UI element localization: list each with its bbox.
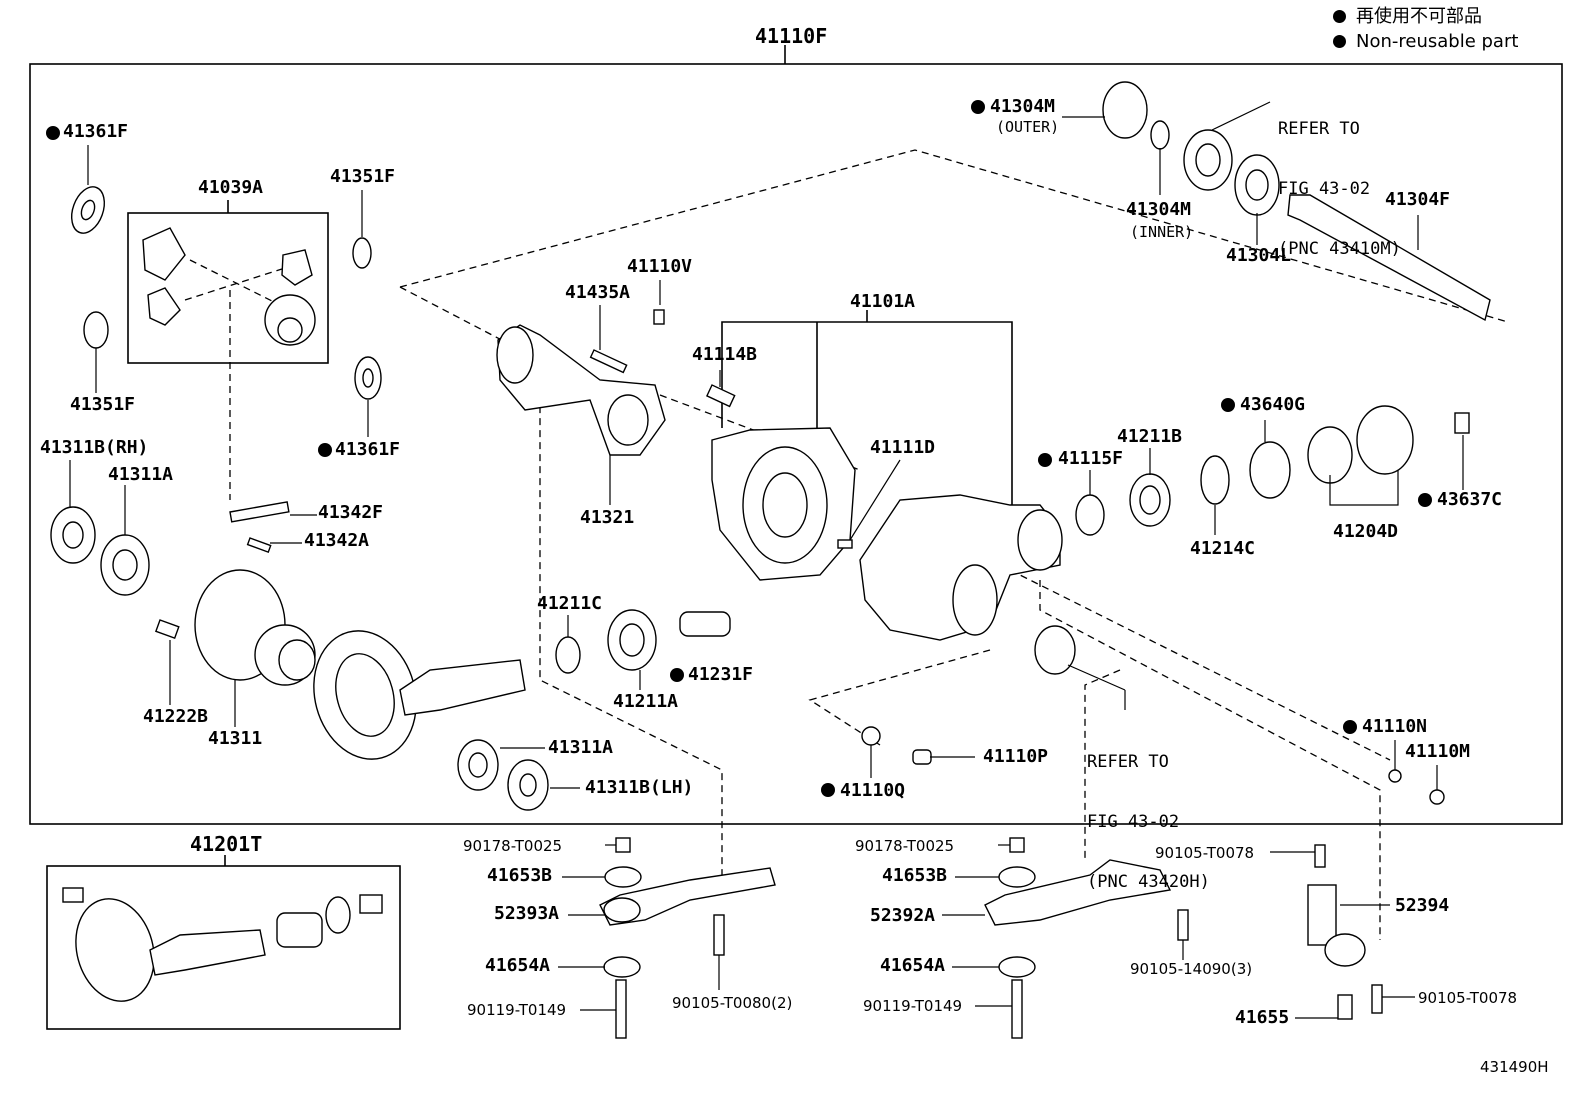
part-label[interactable]: 41304L xyxy=(1226,245,1292,266)
part-label[interactable]: 41361F xyxy=(335,439,401,460)
ref-line: FIG 43-02 xyxy=(1278,179,1371,199)
legend-text-ja: 再使用不可部品 xyxy=(1356,6,1482,27)
part-label[interactable]: 52392A xyxy=(870,905,936,926)
reference-note-43420H[interactable]: REFER TO FIG 43-02 (PNC 43420H) xyxy=(1087,712,1210,912)
part-label[interactable]: 41211C xyxy=(537,593,603,614)
part-label[interactable]: 41211A xyxy=(613,691,679,712)
part-label[interactable]: 90105-T0080(2) xyxy=(672,994,793,1012)
part-label[interactable]: 90105-T0078 xyxy=(1155,844,1255,862)
assembly-frame xyxy=(29,63,1563,825)
part-label[interactable]: 41311A xyxy=(548,737,614,758)
part-label[interactable]: 52393A xyxy=(494,903,560,924)
part-label[interactable]: 52394 xyxy=(1395,895,1450,916)
part-label[interactable]: 41039A xyxy=(198,177,264,198)
part-label[interactable]: 41311B(RH) xyxy=(40,437,149,458)
ref-line: (PNC 43410M) xyxy=(1278,239,1401,259)
part-label[interactable]: 41211B xyxy=(1117,426,1183,447)
part-label[interactable]: 41304M xyxy=(1126,199,1192,220)
ref-line: REFER TO xyxy=(1087,752,1169,772)
part-label[interactable]: 41110V xyxy=(627,256,693,277)
part-label[interactable]: 41653B xyxy=(487,865,553,886)
part-label[interactable]: 90105-T0078 xyxy=(1418,989,1518,1007)
part-label[interactable]: 41361F xyxy=(63,121,129,142)
part-label[interactable]: 41204D xyxy=(1333,521,1399,542)
part-label[interactable]: 90178-T0025 xyxy=(855,837,955,855)
part-label[interactable]: 41654A xyxy=(485,955,551,976)
part-label[interactable]: 41351F xyxy=(330,166,396,187)
non-reusable-dot-icon xyxy=(1333,35,1346,48)
part-label[interactable]: 41311A xyxy=(108,464,174,485)
ref-line: REFER TO xyxy=(1278,119,1360,139)
part-label[interactable]: 41114B xyxy=(692,344,758,365)
part-label[interactable]: 43640G xyxy=(1240,394,1306,415)
part-label[interactable]: 41311 xyxy=(208,728,263,749)
part-label[interactable]: 41111D xyxy=(870,437,936,458)
legend-text-en: Non-reusable part xyxy=(1356,31,1519,52)
legend-japanese: 再使用不可部品 xyxy=(1333,6,1482,28)
part-label[interactable]: 41231F xyxy=(688,664,754,685)
figure-code: 431490H xyxy=(1480,1058,1549,1076)
part-sublabel: (INNER) xyxy=(1130,223,1194,241)
part-label[interactable]: 41655 xyxy=(1235,1007,1290,1028)
part-label[interactable]: 90119-T0149 xyxy=(863,997,963,1015)
part-sublabel: (OUTER) xyxy=(996,118,1060,136)
reference-note-43410M[interactable]: REFER TO FIG 43-02 (PNC 43410M) xyxy=(1278,79,1401,279)
part-label[interactable]: 41115F xyxy=(1058,448,1124,469)
part-label[interactable]: 41110Q xyxy=(840,780,906,801)
assembly-label[interactable]: 41110F xyxy=(755,24,828,48)
part-label[interactable]: 41214C xyxy=(1190,538,1256,559)
part-label[interactable]: 90105-14090(3) xyxy=(1130,960,1253,978)
part-label[interactable]: 41342A xyxy=(304,530,370,551)
part-label[interactable]: 41101A xyxy=(850,291,916,312)
part-label[interactable]: 43637C xyxy=(1437,489,1503,510)
ref-line: FIG 43-02 xyxy=(1087,812,1180,832)
part-label[interactable]: 41311B(LH) xyxy=(585,777,694,798)
kit-frame xyxy=(46,865,401,1030)
part-label[interactable]: 41351F xyxy=(70,394,136,415)
kit-label[interactable]: 41201T xyxy=(190,832,263,856)
part-label[interactable]: 41110N xyxy=(1362,716,1428,737)
part-label[interactable]: 90178-T0025 xyxy=(463,837,563,855)
part-label[interactable]: 41304M xyxy=(990,96,1056,117)
part-label[interactable]: 41435A xyxy=(565,282,631,303)
part-label[interactable]: 41321 xyxy=(580,507,635,528)
legend-english: Non-reusable part xyxy=(1333,31,1518,53)
part-label[interactable]: 41342F xyxy=(318,502,384,523)
part-label[interactable]: 41304F xyxy=(1385,189,1451,210)
part-label[interactable]: 41654A xyxy=(880,955,946,976)
part-label[interactable]: 41222B xyxy=(143,706,209,727)
part-label[interactable]: 41653B xyxy=(882,865,948,886)
ref-line: (PNC 43420H) xyxy=(1087,872,1210,892)
part-label[interactable]: 90119-T0149 xyxy=(467,1001,567,1019)
non-reusable-dot-icon xyxy=(1333,10,1346,23)
part-label[interactable]: 41110P xyxy=(983,746,1049,767)
part-label[interactable]: 41110M xyxy=(1405,741,1471,762)
